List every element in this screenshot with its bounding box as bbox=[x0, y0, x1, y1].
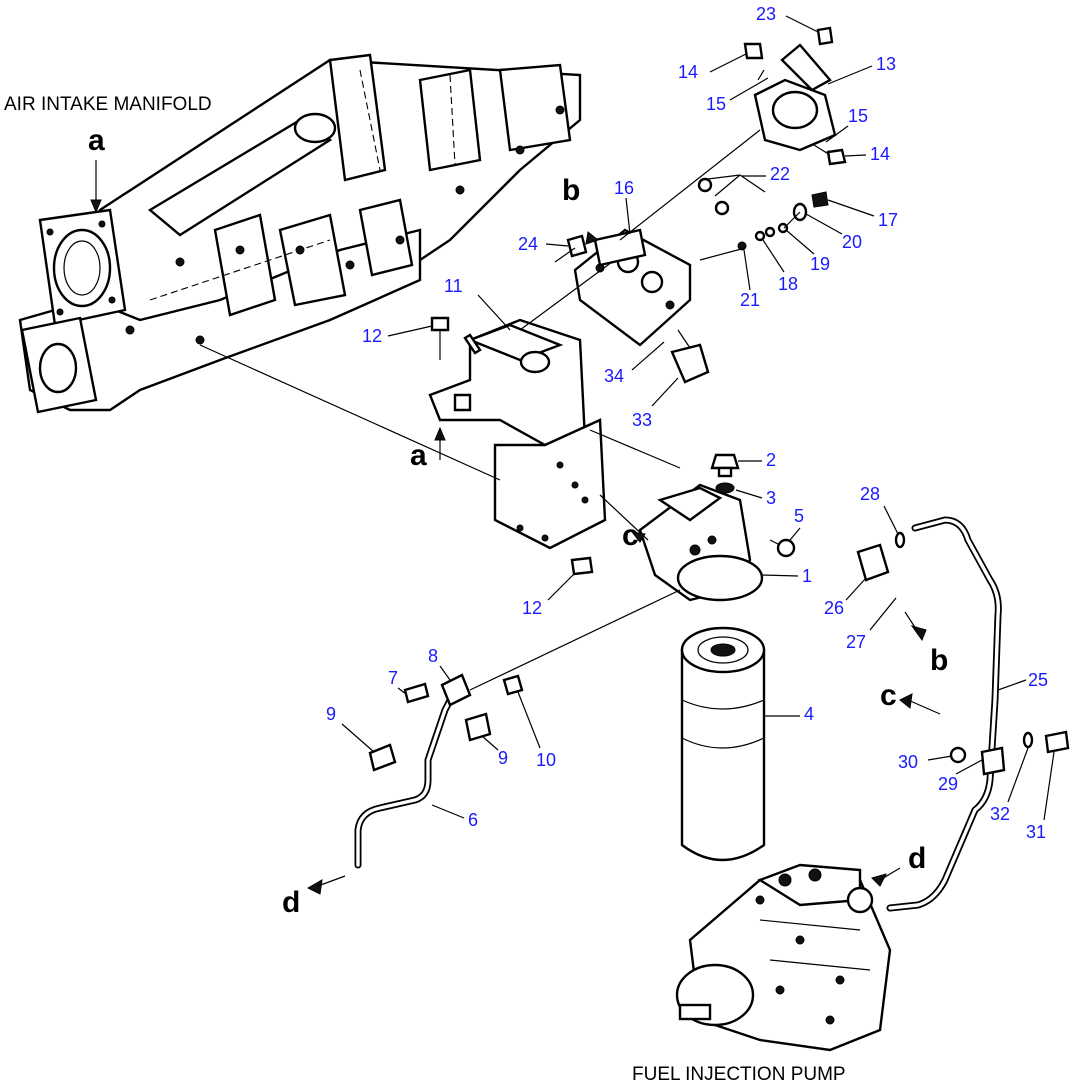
callout-13: 13 bbox=[876, 54, 896, 74]
callout-9-left: 9 bbox=[326, 704, 336, 724]
callout-5: 5 bbox=[794, 506, 804, 526]
callout-21: 21 bbox=[740, 290, 760, 310]
callout-26: 26 bbox=[824, 598, 844, 618]
part-callouts: 1 2 3 4 5 6 7 8 9 9 10 11 12 12 13 14 14… bbox=[326, 4, 1055, 842]
bolt-23 bbox=[816, 26, 834, 46]
callout-1: 1 bbox=[802, 566, 812, 586]
direction-arrows bbox=[90, 199, 941, 895]
callout-8: 8 bbox=[428, 646, 438, 666]
air-intake-manifold bbox=[18, 53, 582, 414]
callout-18: 18 bbox=[778, 274, 798, 294]
ref-d-left: d bbox=[282, 886, 300, 919]
ref-b-top: b bbox=[562, 174, 580, 207]
plug-2 bbox=[710, 453, 740, 478]
callout-22: 22 bbox=[770, 164, 790, 184]
callout-15-top: 15 bbox=[706, 94, 726, 114]
fuel-injection-pump bbox=[675, 863, 892, 1052]
callout-12-top: 12 bbox=[362, 326, 382, 346]
washer-32 bbox=[1022, 731, 1034, 749]
switch-13 bbox=[753, 43, 837, 152]
seal-3 bbox=[715, 482, 735, 494]
callout-10: 10 bbox=[536, 750, 556, 770]
callout-16: 16 bbox=[614, 178, 634, 198]
ref-d-pump: d bbox=[908, 842, 926, 875]
callout-9-right: 9 bbox=[498, 748, 508, 768]
washer-18-19-21 bbox=[737, 222, 789, 251]
callout-4: 4 bbox=[804, 704, 814, 724]
callout-23: 23 bbox=[756, 4, 776, 24]
filter-head-1 bbox=[638, 483, 764, 602]
bolt-5 bbox=[769, 538, 796, 558]
callout-14-right: 14 bbox=[870, 144, 890, 164]
washer-28 bbox=[894, 531, 906, 549]
pipe-6 bbox=[354, 681, 462, 869]
connector-26 bbox=[856, 543, 890, 582]
filter-element-4 bbox=[680, 626, 766, 862]
callout-20: 20 bbox=[842, 232, 862, 252]
clip-9-right bbox=[464, 712, 492, 742]
bracket-16 bbox=[573, 228, 692, 347]
banjo-8 bbox=[440, 673, 472, 707]
callout-32: 32 bbox=[990, 804, 1010, 824]
callout-28: 28 bbox=[860, 484, 880, 504]
callout-30: 30 bbox=[898, 752, 918, 772]
clamp-29 bbox=[980, 746, 1006, 776]
bolt-12-top bbox=[430, 316, 450, 360]
ref-c-filter: c bbox=[622, 519, 639, 552]
caption-pump: FUEL INJECTION PUMP bbox=[632, 1064, 846, 1084]
callout-31: 31 bbox=[1026, 822, 1046, 842]
callout-24: 24 bbox=[518, 234, 538, 254]
callout-6: 6 bbox=[468, 810, 478, 830]
ref-a-bracket: a bbox=[410, 439, 427, 472]
callout-12-bottom: 12 bbox=[522, 598, 542, 618]
ref-a-top: a bbox=[88, 124, 105, 157]
nut-30 bbox=[949, 746, 967, 764]
callout-17: 17 bbox=[878, 210, 898, 230]
callout-7: 7 bbox=[388, 668, 398, 688]
caption-manifold: AIR INTAKE MANIFOLD bbox=[4, 94, 212, 115]
callout-27: 27 bbox=[846, 632, 866, 652]
bracket-11 bbox=[428, 318, 607, 550]
clip-9-left bbox=[368, 743, 397, 772]
bolt-12-bottom bbox=[570, 556, 594, 576]
nut-14-top bbox=[743, 42, 764, 60]
callout-29: 29 bbox=[938, 774, 958, 794]
bolt-10 bbox=[502, 674, 524, 696]
bolt-24 bbox=[554, 234, 588, 263]
nut-14-right bbox=[826, 148, 847, 166]
washer-22 bbox=[697, 177, 730, 216]
callout-19: 19 bbox=[810, 254, 830, 274]
ref-b-right: b bbox=[930, 644, 948, 677]
callout-34: 34 bbox=[604, 366, 624, 386]
pipe-25 bbox=[886, 516, 1002, 912]
callout-2: 2 bbox=[766, 450, 776, 470]
callout-3: 3 bbox=[766, 488, 776, 508]
callout-14-top: 14 bbox=[678, 62, 698, 82]
bolt-7 bbox=[403, 682, 430, 704]
callout-25: 25 bbox=[1028, 670, 1048, 690]
cap-17 bbox=[811, 191, 829, 208]
ref-c-right: c bbox=[880, 679, 897, 712]
callout-11: 11 bbox=[444, 276, 463, 296]
leader-lines bbox=[95, 69, 831, 691]
callout-15-right: 15 bbox=[848, 106, 868, 126]
sensor-33 bbox=[670, 343, 710, 384]
callout-33: 33 bbox=[632, 410, 652, 430]
bolt-31 bbox=[1044, 730, 1070, 754]
